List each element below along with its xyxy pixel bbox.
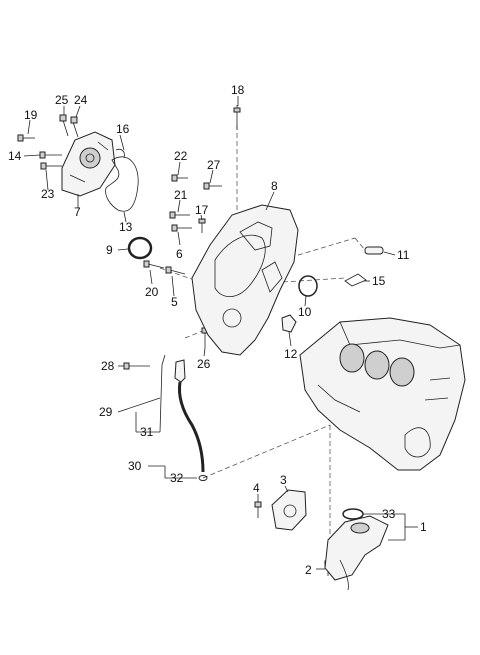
label-23: 23 bbox=[41, 187, 55, 201]
timing-chain-cover bbox=[191, 204, 299, 356]
part-labels: 18 19 25 24 16 14 23 7 13 22 27 21 17 6 … bbox=[8, 83, 427, 577]
label-29: 29 bbox=[99, 405, 113, 419]
leader-lines bbox=[23, 96, 418, 570]
label-19: 19 bbox=[24, 108, 38, 122]
o-ring bbox=[127, 236, 153, 260]
label-27: 27 bbox=[207, 158, 221, 172]
bolts bbox=[17, 105, 332, 576]
label-9: 9 bbox=[106, 243, 113, 257]
label-30: 30 bbox=[128, 459, 142, 473]
label-10: 10 bbox=[298, 305, 312, 319]
sensor bbox=[281, 314, 297, 333]
label-8: 8 bbox=[271, 179, 278, 193]
label-33: 33 bbox=[382, 507, 396, 521]
label-31: 31 bbox=[140, 425, 154, 439]
seal bbox=[298, 275, 318, 297]
water-pump-gasket bbox=[105, 148, 139, 212]
label-12: 12 bbox=[284, 347, 298, 361]
label-21: 21 bbox=[174, 188, 188, 202]
label-24: 24 bbox=[74, 93, 88, 107]
gasket bbox=[344, 273, 367, 287]
label-22: 22 bbox=[174, 149, 188, 163]
label-4: 4 bbox=[253, 481, 260, 495]
label-7: 7 bbox=[74, 205, 81, 219]
label-14: 14 bbox=[8, 149, 22, 163]
label-28: 28 bbox=[101, 359, 115, 373]
label-11: 11 bbox=[397, 248, 410, 262]
label-25: 25 bbox=[55, 93, 69, 107]
label-1: 1 bbox=[420, 520, 427, 534]
label-18: 18 bbox=[231, 83, 245, 97]
label-3: 3 bbox=[280, 473, 287, 487]
label-6: 6 bbox=[176, 247, 183, 261]
label-17: 17 bbox=[195, 203, 209, 217]
water-pump bbox=[61, 131, 116, 197]
label-2: 2 bbox=[305, 563, 312, 577]
dipstick bbox=[159, 354, 186, 433]
label-32: 32 bbox=[170, 471, 184, 485]
dipstick-guide bbox=[178, 381, 208, 481]
oil-filter-bracket bbox=[271, 489, 307, 531]
label-16: 16 bbox=[116, 122, 130, 136]
cylinder-block bbox=[299, 317, 466, 471]
label-5: 5 bbox=[171, 295, 178, 309]
label-13: 13 bbox=[119, 220, 133, 234]
oil-pump-housing bbox=[324, 508, 389, 591]
label-15: 15 bbox=[372, 274, 386, 288]
label-20: 20 bbox=[145, 285, 159, 299]
label-26: 26 bbox=[197, 357, 211, 371]
pipe bbox=[364, 246, 384, 255]
